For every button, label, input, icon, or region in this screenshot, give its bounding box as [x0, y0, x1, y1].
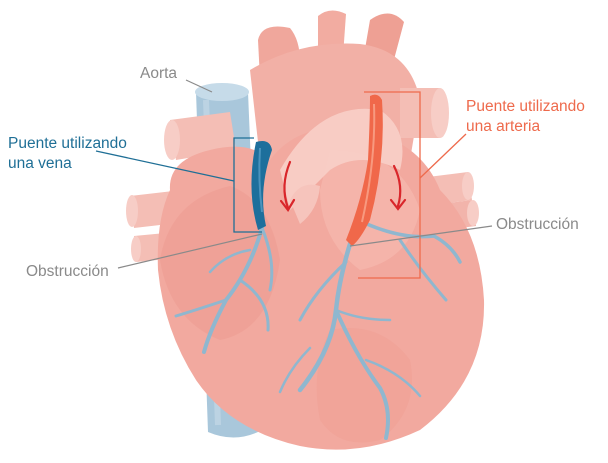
heart-body: [158, 109, 484, 450]
vein-bypass-label: Puente utilizando una vena: [8, 134, 127, 174]
vein-bypass-label-line2: una vena: [8, 154, 127, 174]
artery-bypass-label-line2: una arteria: [466, 117, 585, 137]
artery-bypass-label: Puente utilizando una arteria: [466, 97, 585, 137]
vein-bypass-label-line1: Puente utilizando: [8, 134, 127, 154]
obstruction-right-label: Obstrucción: [496, 215, 579, 235]
obstruction-left-label: Obstrucción: [26, 262, 109, 282]
artery-bypass-label-line1: Puente utilizando: [466, 97, 585, 117]
aorta-label: Aorta: [140, 64, 177, 84]
